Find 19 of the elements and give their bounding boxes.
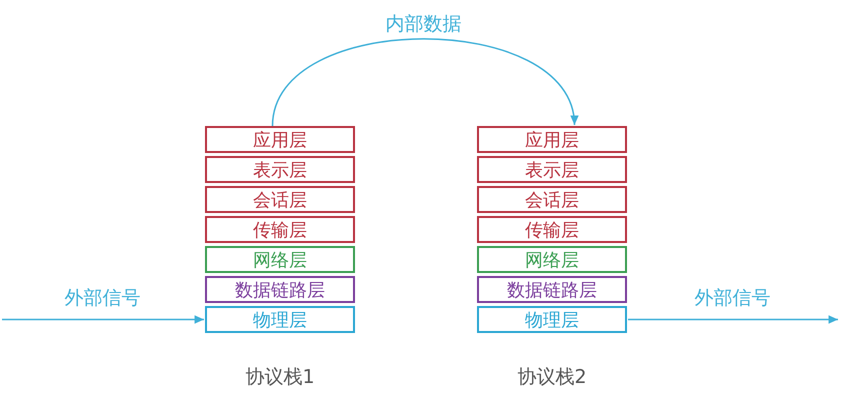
layer-box: 应用层 xyxy=(205,126,355,153)
layer-box: 网络层 xyxy=(205,246,355,273)
layer-box: 物理层 xyxy=(477,306,627,333)
arrow xyxy=(272,38,577,126)
layer-box: 物理层 xyxy=(205,306,355,333)
layer-box: 数据链路层 xyxy=(205,276,355,303)
layer-box: 传输层 xyxy=(205,216,355,243)
stack-title: 协议栈1 xyxy=(244,365,316,390)
arrow xyxy=(2,315,204,324)
arrow xyxy=(628,315,838,324)
layer-box: 网络层 xyxy=(477,246,627,273)
stack-title: 协议栈2 xyxy=(516,365,588,390)
layer-box: 会话层 xyxy=(205,186,355,213)
layer-box: 会话层 xyxy=(477,186,627,213)
layer-box: 传输层 xyxy=(477,216,627,243)
layer-box: 表示层 xyxy=(477,156,627,183)
layer-box: 表示层 xyxy=(205,156,355,183)
layer-box: 数据链路层 xyxy=(477,276,627,303)
layer-box: 应用层 xyxy=(477,126,627,153)
